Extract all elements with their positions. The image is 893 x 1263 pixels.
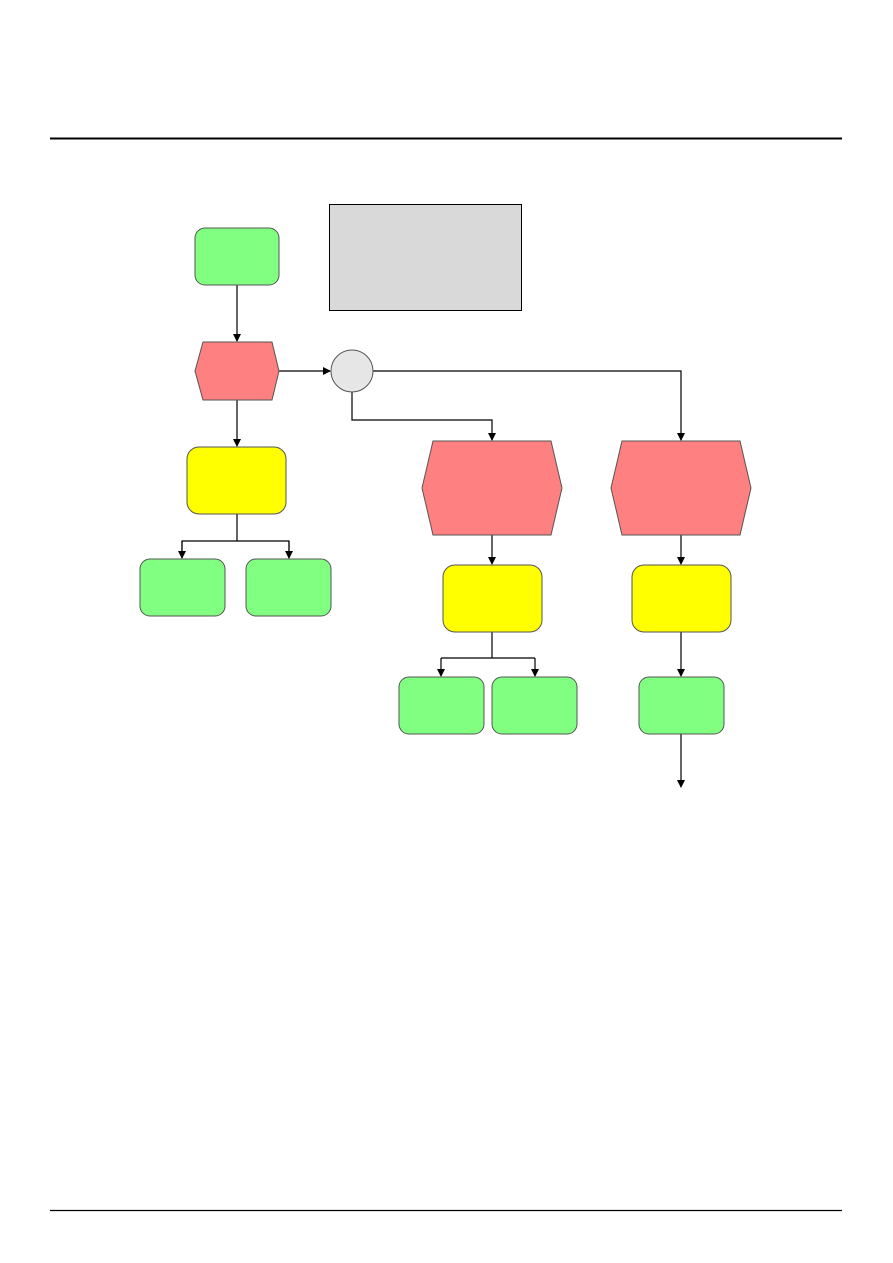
function-node-3 <box>610 440 752 536</box>
note-box <box>329 204 522 311</box>
event-node-4 <box>398 676 485 735</box>
edge <box>351 392 496 441</box>
event-node-3 <box>245 558 332 617</box>
process-node-1 <box>186 446 287 515</box>
edge <box>181 540 290 558</box>
connector-node <box>330 349 374 393</box>
function-node-1 <box>194 341 280 401</box>
event-node-2 <box>139 558 226 617</box>
process-node-3 <box>631 564 732 633</box>
start-event <box>194 227 280 286</box>
event-node-5 <box>491 676 578 735</box>
edge <box>373 370 685 441</box>
function-node-2 <box>421 440 563 536</box>
event-node-6 <box>638 676 725 735</box>
process-node-2 <box>442 564 543 633</box>
